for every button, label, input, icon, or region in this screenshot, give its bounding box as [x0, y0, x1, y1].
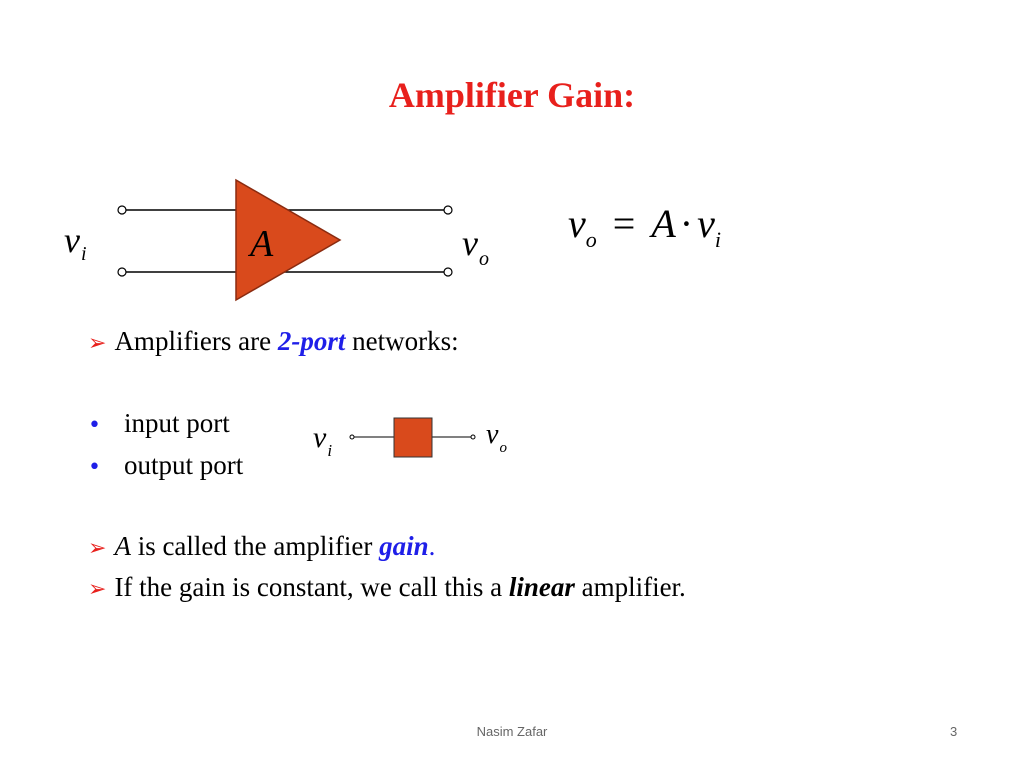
page-number: 3: [950, 724, 958, 739]
formula-equals: =: [612, 201, 636, 246]
input-terminal-bottom: [117, 267, 127, 277]
slide-title: Amplifier Gain:: [388, 75, 636, 115]
bullet-output-port: •output port: [88, 450, 244, 480]
bullet-dot-icon: •: [88, 413, 101, 438]
output-terminal-bottom: [443, 267, 453, 277]
two-port-output-label: vo: [486, 419, 507, 456]
two-port-input-terminal: [349, 434, 355, 440]
arrow-bullet-icon: ➢: [88, 331, 107, 356]
gain-term: gain: [379, 531, 429, 561]
output-terminal-top: [443, 205, 453, 215]
formula-dot: ·: [679, 201, 694, 246]
two-port-term: 2-port: [277, 326, 346, 356]
formula-output-var: v: [568, 201, 586, 246]
footer-author: Nasim Zafar: [476, 724, 548, 739]
output-voltage-label: vo: [462, 223, 489, 270]
formula-input-var: v: [697, 201, 715, 246]
amplifier-gain-label: A: [247, 223, 274, 265]
two-port-statement: ➢Amplifiers are 2-port networks:: [88, 326, 459, 356]
arrow-bullet-icon: ➢: [88, 577, 107, 602]
gain-formula: vo = A·vi: [568, 200, 721, 253]
linear-term: linear: [508, 572, 575, 602]
two-port-input-label: vi: [313, 421, 332, 460]
input-voltage-label: vi: [64, 220, 87, 265]
formula-gain: A: [651, 201, 676, 246]
input-terminal-top: [117, 205, 127, 215]
bullet-input-port: •input port: [88, 408, 230, 438]
bullet-dot-icon: •: [88, 455, 101, 480]
formula-output-sub: o: [585, 227, 597, 252]
arrow-bullet-icon: ➢: [88, 536, 107, 561]
formula-input-sub: i: [714, 227, 721, 252]
amplifier-triangle: [235, 178, 342, 302]
two-port-output-terminal: [470, 434, 476, 440]
two-port-block: [393, 417, 433, 458]
linear-statement: ➢If the gain is constant, we call this a…: [88, 572, 686, 602]
gain-statement: ➢A is called the amplifier gain.: [88, 531, 436, 561]
